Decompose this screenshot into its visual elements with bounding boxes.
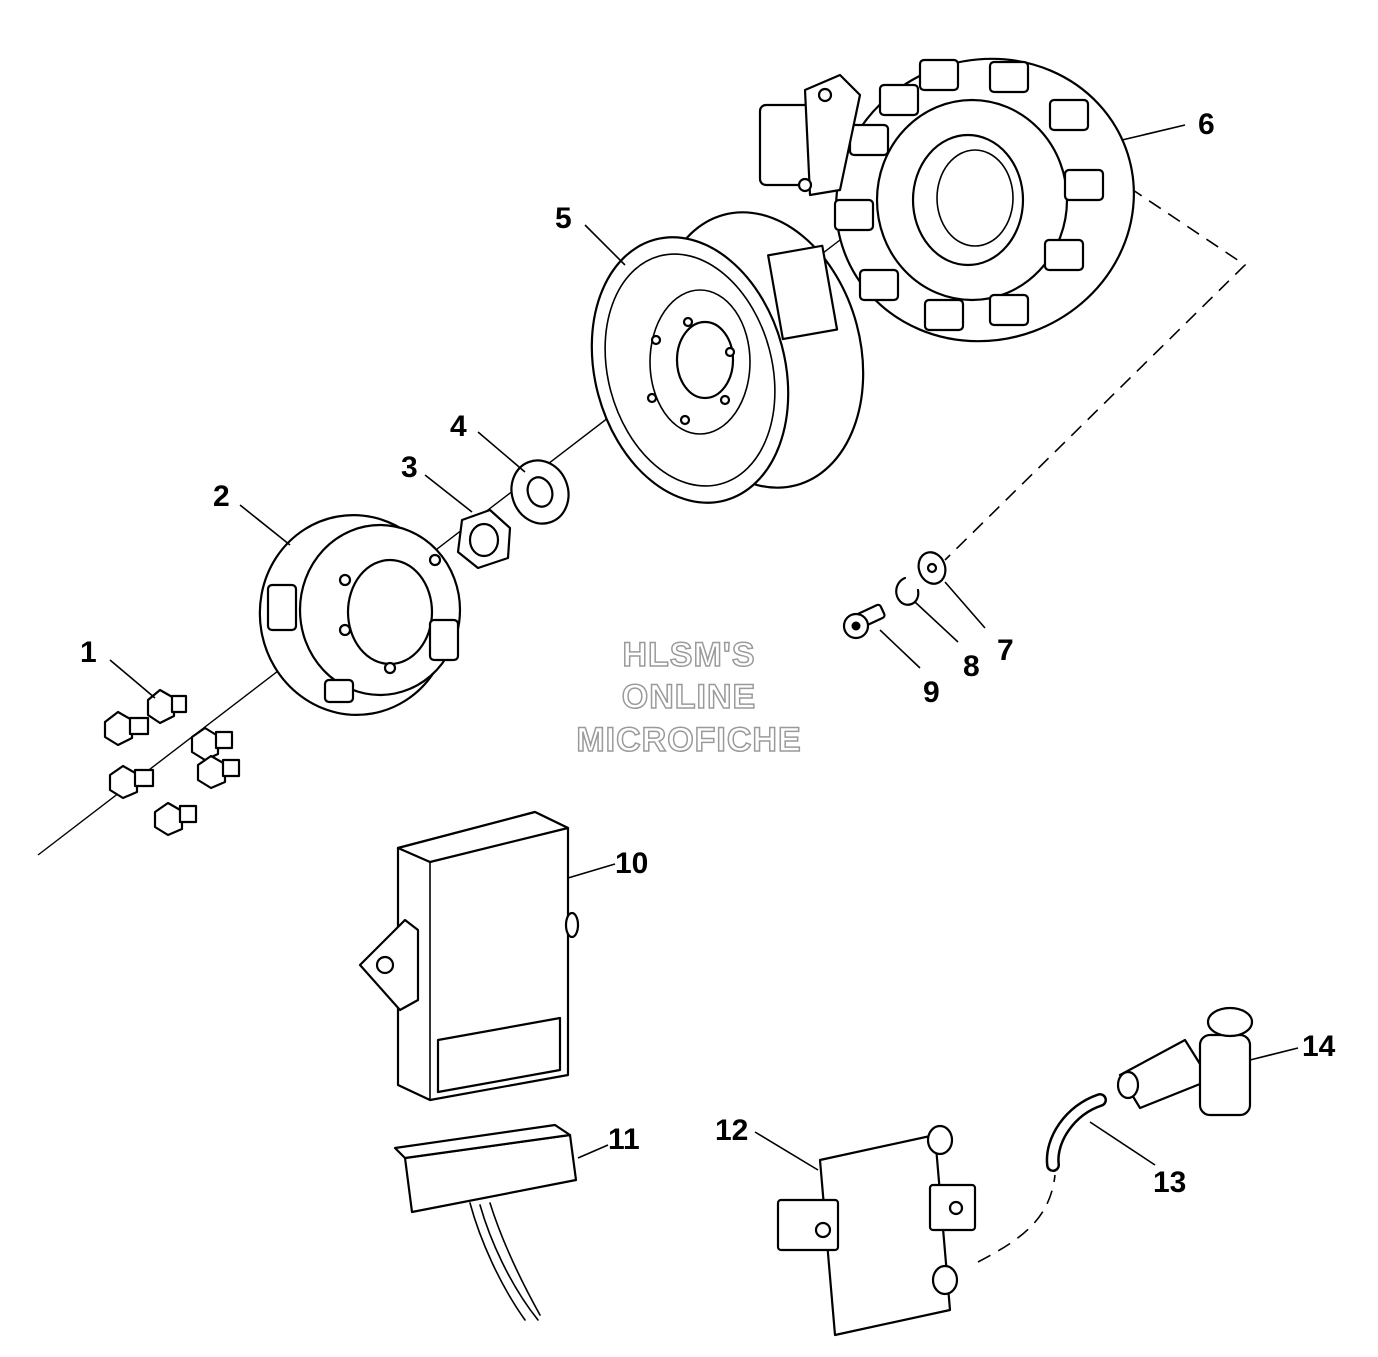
watermark-line-1: HLSM'S bbox=[622, 636, 755, 674]
bolt bbox=[103, 710, 150, 747]
watermark-line-2: ONLINE bbox=[622, 678, 756, 716]
bolts-part-1 bbox=[103, 688, 241, 837]
starter-cup-part-2 bbox=[258, 514, 462, 716]
callout-3: 3 bbox=[401, 451, 418, 484]
callout-2: 2 bbox=[213, 480, 230, 513]
callout-9: 9 bbox=[923, 676, 940, 709]
spark-plug-cap-part-14 bbox=[1116, 1006, 1254, 1117]
ignition-wire-dashed-line bbox=[977, 1174, 1056, 1263]
bolt bbox=[190, 726, 234, 762]
callout-12: 12 bbox=[715, 1114, 748, 1147]
cdi-box-part-10 bbox=[358, 810, 580, 1102]
leader-lines bbox=[109, 124, 1299, 1171]
callout-1: 1 bbox=[80, 636, 97, 669]
watermark-line-3: MICROFICHE bbox=[576, 721, 801, 759]
screw-part-9 bbox=[842, 603, 886, 640]
callout-13: 13 bbox=[1153, 1166, 1186, 1199]
bolt bbox=[108, 764, 155, 800]
ignition-coil-part-12 bbox=[776, 1124, 977, 1337]
callout-5: 5 bbox=[555, 202, 572, 235]
bolt bbox=[196, 754, 241, 790]
callout-4: 4 bbox=[450, 410, 467, 443]
callout-8: 8 bbox=[963, 650, 980, 683]
connector-part-11 bbox=[393, 1123, 578, 1321]
washer-part-4 bbox=[510, 459, 570, 525]
nut-part-3 bbox=[456, 508, 512, 570]
washer-part-7 bbox=[917, 551, 947, 585]
bolt bbox=[153, 801, 198, 837]
stator-part-6 bbox=[758, 57, 1135, 343]
callout-11: 11 bbox=[608, 1123, 640, 1156]
callout-6: 6 bbox=[1198, 108, 1215, 141]
callout-14: 14 bbox=[1302, 1030, 1336, 1063]
callout-10: 10 bbox=[615, 847, 648, 880]
lock-washer-part-8 bbox=[895, 576, 920, 606]
wire-part-13 bbox=[1045, 1093, 1107, 1172]
assembly-dashed-line bbox=[944, 187, 1247, 561]
bolt bbox=[146, 688, 188, 725]
callout-7: 7 bbox=[997, 634, 1014, 667]
flywheel-part-5 bbox=[590, 211, 865, 504]
